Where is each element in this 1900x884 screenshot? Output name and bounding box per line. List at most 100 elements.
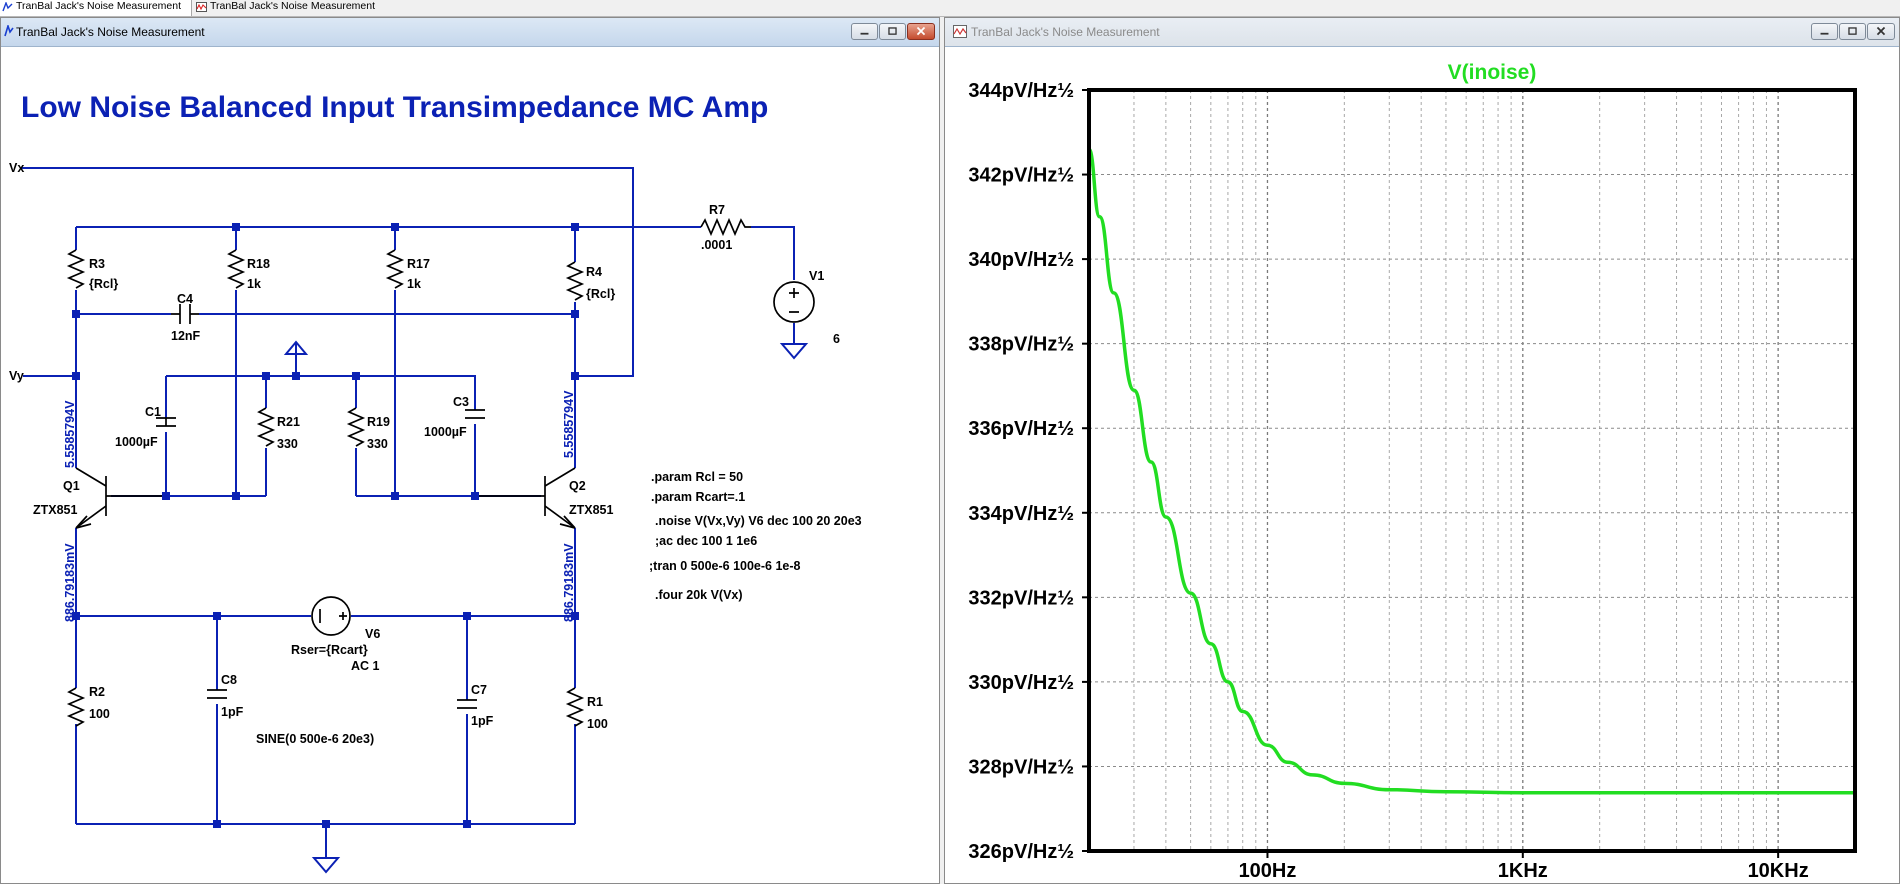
wires [21, 167, 795, 858]
c1-name: C1 [145, 405, 161, 419]
noise-plot[interactable]: 326pV/Hz½ 328pV/Hz½ 330pV/Hz½ 332pV/Hz½ 334p… [945, 47, 1899, 883]
directive-param-rcl[interactable]: .param Rcl = 50 [651, 470, 744, 484]
y-tick-label: 342pV/Hz½ [968, 165, 1074, 187]
maximize-button[interactable] [1839, 23, 1866, 40]
c4-value: 12nF [171, 329, 201, 343]
node-voltage-left-collector: 5.5585794V [63, 400, 77, 468]
window-titlebar[interactable]: TranBal Jack's Noise Measurement [1, 18, 939, 47]
c7-value: 1pF [471, 714, 494, 728]
r21-name: R21 [277, 415, 300, 429]
q1-name: Q1 [63, 479, 80, 493]
y-axis-ticks: 326pV/Hz½ 328pV/Hz½ 330pV/Hz½ 332pV/Hz½ 334p… [968, 80, 1089, 863]
schematic-heading: Low Noise Balanced Input Transimpedance … [21, 91, 769, 124]
directive-param-rcart[interactable]: .param Rcart=.1 [651, 490, 746, 504]
y-tick-label: 338pV/Hz½ [968, 334, 1074, 356]
window-title: TranBal Jack's Noise Measurement [971, 25, 1160, 39]
y-tick-label: 334pV/Hz½ [968, 503, 1074, 525]
maximize-icon [1848, 27, 1857, 35]
transistor-q1 [75, 467, 166, 529]
net-label-vx: Vx [9, 161, 24, 175]
r4-value: {Rcl} [586, 287, 615, 301]
r4-name: R4 [586, 265, 602, 279]
directive-ac-comment[interactable]: ;ac dec 100 1 1e6 [655, 534, 758, 548]
waveform-icon [953, 25, 967, 38]
node-voltage-right-emitter: 886.79183mV [562, 543, 576, 622]
source-v6 [311, 596, 351, 636]
tab-waveform[interactable]: TranBal Jack's Noise Measurement [194, 0, 404, 16]
minimize-icon [860, 32, 869, 35]
y-tick-label: 340pV/Hz½ [968, 249, 1074, 271]
source-v1 [773, 281, 815, 323]
window-controls [1810, 23, 1895, 41]
c8-name: C8 [221, 673, 237, 687]
directive-tran-comment[interactable]: ;tran 0 500e-6 100e-6 1e-8 [649, 559, 801, 573]
r7-name: R7 [709, 203, 725, 217]
node-voltage-labels: 5.5585794V 5.5585794V 886.79183mV 886.79… [63, 390, 576, 622]
c4-name: C4 [177, 292, 193, 306]
plot-frame [1087, 88, 1857, 853]
c1-value: 1000µF [115, 435, 158, 449]
r2-name: R2 [89, 685, 105, 699]
maximize-icon [888, 27, 897, 35]
x-tick-label: 1KHz [1498, 860, 1548, 882]
r3-value: {Rcl} [89, 277, 118, 291]
r1-name: R1 [587, 695, 603, 709]
q1-value: ZTX851 [33, 503, 78, 517]
component-labels: Vx Vy R3 {Rcl} R18 1k R17 1k R4 {Rcl} R7… [9, 161, 840, 746]
r19-value: 330 [367, 437, 388, 451]
v6-ac: AC 1 [351, 659, 380, 673]
maximize-button[interactable] [879, 23, 906, 40]
transistor-q2 [475, 467, 576, 529]
v1-value: 6 [833, 332, 840, 346]
q2-value: ZTX851 [569, 503, 614, 517]
window-title: TranBal Jack's Noise Measurement [16, 25, 205, 39]
r18-name: R18 [247, 257, 270, 271]
junction-dots [72, 223, 579, 828]
close-icon [1876, 26, 1886, 36]
capacitor-symbols [156, 304, 485, 709]
r21-value: 330 [277, 437, 298, 451]
node-voltage-left-emitter: 886.79183mV [63, 543, 77, 622]
close-button[interactable] [907, 23, 935, 40]
v6-rser: Rser={Rcart} [291, 643, 368, 657]
tab-schematic[interactable]: TranBal Jack's Noise Measurement [0, 0, 192, 16]
minimize-button[interactable] [1811, 23, 1838, 40]
r2-value: 100 [89, 707, 110, 721]
net-label-vy: Vy [9, 369, 24, 383]
plot-title: V(inoise) [1448, 61, 1537, 84]
series-line-v-inoise[interactable] [1087, 147, 1855, 795]
y-tick-label: 326pV/Hz½ [968, 841, 1074, 863]
schematic-drawing: Vx Vy R3 {Rcl} R18 1k R17 1k R4 {Rcl} R7… [9, 161, 840, 874]
x-tick-label: 100Hz [1239, 860, 1297, 882]
close-icon [916, 26, 926, 36]
close-button[interactable] [1867, 23, 1895, 40]
schematic-window[interactable]: TranBal Jack's Noise Measurement Low Noi… [0, 17, 940, 884]
plot-background [945, 47, 1899, 883]
v6-name: V6 [365, 627, 380, 641]
q2-name: Q2 [569, 479, 586, 493]
directive-four[interactable]: .four 20k V(Vx) [655, 588, 743, 602]
window-controls [850, 23, 935, 41]
waveform-window[interactable]: TranBal Jack's Noise Measurement 326pV/H… [944, 17, 1900, 884]
plot-grid [1089, 90, 1855, 851]
y-tick-label: 328pV/Hz½ [968, 756, 1074, 778]
y-tick-label: 332pV/Hz½ [968, 587, 1074, 609]
ground-symbols [283, 340, 809, 874]
schematic-canvas[interactable]: Low Noise Balanced Input Transimpedance … [1, 47, 939, 883]
y-tick-label: 336pV/Hz½ [968, 418, 1074, 440]
document-tab-bar: TranBal Jack's Noise Measurement TranBal… [0, 0, 1900, 17]
directive-noise[interactable]: .noise V(Vx,Vy) V6 dec 100 20 20e3 [655, 514, 862, 528]
r18-value: 1k [247, 277, 261, 291]
r19-name: R19 [367, 415, 390, 429]
r1-value: 100 [587, 717, 608, 731]
c3-value: 1000µF [424, 425, 467, 439]
r17-value: 1k [407, 277, 421, 291]
plot-pane[interactable]: 326pV/Hz½ 328pV/Hz½ 330pV/Hz½ 332pV/Hz½ 334p… [945, 47, 1899, 883]
c3-name: C3 [453, 395, 469, 409]
minimize-icon [1820, 32, 1829, 35]
window-titlebar[interactable]: TranBal Jack's Noise Measurement [945, 18, 1899, 47]
minimize-button[interactable] [851, 23, 878, 40]
y-tick-label: 330pV/Hz½ [968, 672, 1074, 694]
r7-value: .0001 [701, 238, 732, 252]
